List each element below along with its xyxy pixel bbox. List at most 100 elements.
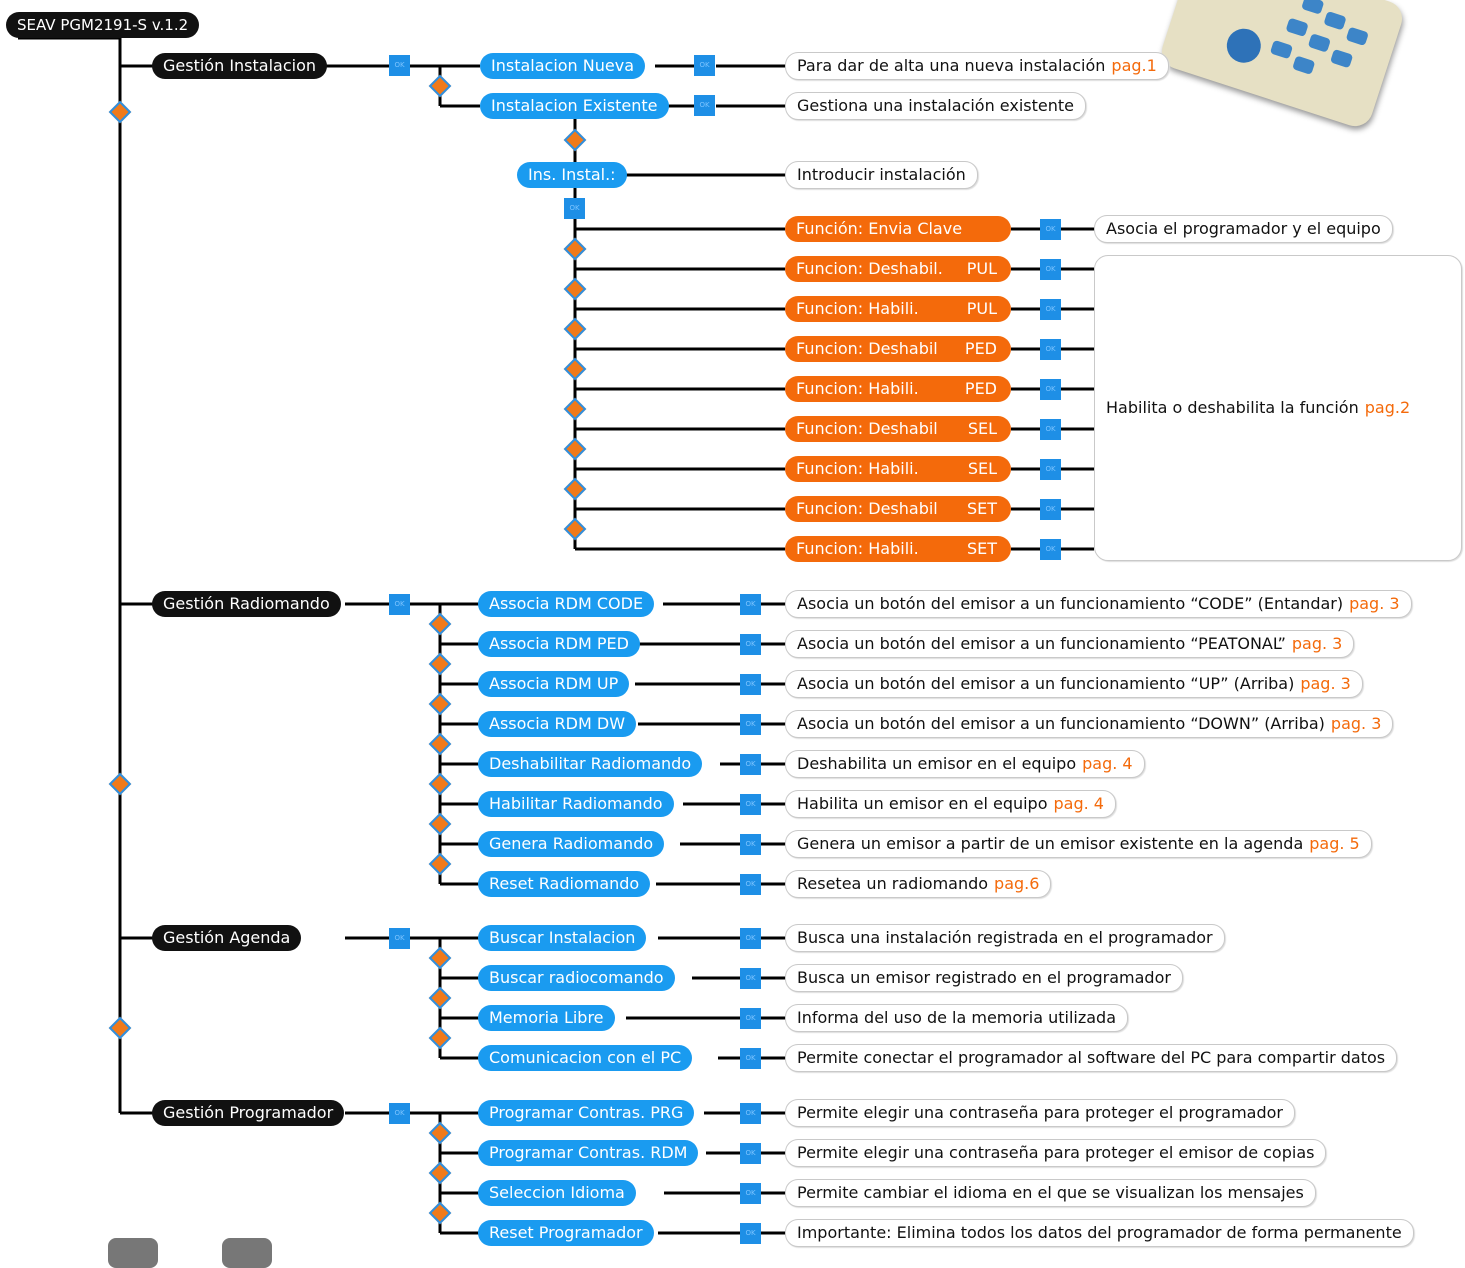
menu-item[interactable]: Reset Programador: [478, 1220, 654, 1246]
ok-button[interactable]: OK: [1040, 419, 1061, 440]
ok-button[interactable]: OK: [1040, 299, 1061, 320]
function-item[interactable]: Funcion: Habili.PUL: [785, 296, 1011, 322]
menu-item[interactable]: Associa RDM PED: [478, 631, 640, 657]
function-item[interactable]: Funcion: Habili. SET: [785, 536, 1011, 562]
section-gestion-instalacion[interactable]: Gestión Instalacion: [152, 53, 328, 79]
branch-diamond-icon: [428, 986, 452, 1010]
ok-button[interactable]: OK: [389, 594, 410, 615]
ok-button[interactable]: OK: [1040, 259, 1061, 280]
item-description: Importante: Elimina todos los datos del …: [785, 1219, 1414, 1247]
menu-item[interactable]: Associa RDM UP: [478, 671, 630, 697]
ok-button[interactable]: OK: [740, 1183, 761, 1204]
ok-button[interactable]: OK: [740, 968, 761, 989]
ok-button[interactable]: OK: [389, 928, 410, 949]
ok-button[interactable]: OK: [740, 1223, 761, 1244]
ok-button[interactable]: OK: [740, 714, 761, 735]
ok-button[interactable]: OK: [740, 594, 761, 615]
menu-item[interactable]: Memoria Libre: [478, 1005, 615, 1031]
ok-button[interactable]: OK: [1040, 339, 1061, 360]
description-text: Permite elegir una contraseña para prote…: [797, 1143, 1315, 1162]
function-item[interactable]: Función: Envia Clave: [785, 216, 1011, 242]
function-item[interactable]: Funcion: Habili.PED: [785, 376, 1011, 402]
ok-button[interactable]: OK: [564, 198, 585, 219]
function-label: Funcion: Habili.: [796, 539, 919, 558]
menu-item[interactable]: Buscar radiocomando: [478, 965, 675, 991]
description-text: Deshabilita un emisor en el equipo: [797, 754, 1077, 773]
function-label: Funcion: Habili.: [796, 379, 919, 398]
item-description: Asocia un botón del emisor a un funciona…: [785, 590, 1412, 618]
item-description: Busca una instalación registrada en el p…: [785, 924, 1225, 952]
menu-item-instalacion-nueva[interactable]: Instalacion Nueva: [480, 53, 646, 79]
description-text: Permite conectar el programador al softw…: [797, 1048, 1386, 1067]
ok-button[interactable]: OK: [1040, 459, 1061, 480]
function-tag: PUL: [966, 259, 997, 278]
ok-button[interactable]: OK: [740, 674, 761, 695]
ok-button[interactable]: OK: [740, 874, 761, 895]
menu-item-instalacion-existente[interactable]: Instalacion Existente: [480, 93, 669, 119]
menu-item[interactable]: Comunicacion con el PC: [478, 1045, 693, 1071]
function-label: Funcion: Deshabil: [796, 419, 938, 438]
section-header[interactable]: Gestión Agenda: [152, 925, 302, 951]
ok-button[interactable]: OK: [740, 834, 761, 855]
item-description: Asocia un botón del emisor a un funciona…: [785, 710, 1394, 738]
ok-button[interactable]: OK: [740, 1008, 761, 1029]
ok-button[interactable]: OK: [389, 1103, 410, 1124]
item-description: Busca un emisor registrado en el program…: [785, 964, 1183, 992]
function-item[interactable]: Funcion: Habili.SEL: [785, 456, 1011, 482]
menu-item[interactable]: Deshabilitar Radiomando: [478, 751, 703, 777]
description-text: Resetea un radiomando: [797, 874, 989, 893]
description-text: Informa del uso de la memoria utilizada: [797, 1008, 1116, 1027]
ok-button[interactable]: OK: [740, 1143, 761, 1164]
function-tag: SET: [966, 539, 997, 558]
branch-diamond-icon: [108, 100, 132, 124]
menu-item[interactable]: Programar Contras. RDM: [478, 1140, 699, 1166]
section-header[interactable]: Gestión Programador: [152, 1100, 345, 1126]
branch-diamond-icon: [428, 732, 452, 756]
ok-button[interactable]: OK: [740, 1103, 761, 1124]
menu-item[interactable]: Reset Radiomando: [478, 871, 651, 897]
branch-diamond-icon: [563, 237, 587, 261]
ok-button[interactable]: OK: [740, 928, 761, 949]
ok-button[interactable]: OK: [694, 95, 715, 116]
menu-item[interactable]: Habilitar Radiomando: [478, 791, 674, 817]
ok-button[interactable]: OK: [1040, 499, 1061, 520]
branch-diamond-icon: [108, 1016, 132, 1040]
function-item[interactable]: Funcion: Deshabil.PUL: [785, 256, 1011, 282]
ok-button[interactable]: OK: [1040, 219, 1061, 240]
ok-button[interactable]: OK: [389, 55, 410, 76]
description-ins-instal: Introducir instalación: [785, 161, 978, 189]
ok-button[interactable]: OK: [1040, 379, 1061, 400]
ok-button[interactable]: OK: [740, 794, 761, 815]
page-reference: pag. 3: [1349, 594, 1400, 613]
description-text: Genera un emisor a partir de un emisor e…: [797, 834, 1304, 853]
item-description: Permite cambiar el idioma en el que se v…: [785, 1179, 1316, 1207]
section-header[interactable]: Gestión Radiomando: [152, 591, 341, 617]
description-text: Asocia un botón del emisor a un funciona…: [797, 594, 1344, 613]
menu-item[interactable]: Associa RDM CODE: [478, 591, 655, 617]
branch-diamond-icon: [563, 317, 587, 341]
ok-button[interactable]: OK: [694, 55, 715, 76]
menu-item[interactable]: Programar Contras. PRG: [478, 1100, 695, 1126]
ok-button[interactable]: OK: [740, 634, 761, 655]
ok-button[interactable]: OK: [1040, 539, 1061, 560]
ok-button[interactable]: OK: [740, 754, 761, 775]
menu-item[interactable]: Associa RDM DW: [478, 711, 637, 737]
description-text: Busca una instalación registrada en el p…: [797, 928, 1213, 947]
menu-item[interactable]: Buscar Instalacion: [478, 925, 647, 951]
branch-diamond-icon: [428, 74, 452, 98]
description-text: Habilita un emisor en el equipo: [797, 794, 1048, 813]
description-envia-clave: Asocia el programador y el equipo: [1094, 215, 1393, 243]
branch-diamond-icon: [428, 612, 452, 636]
menu-item[interactable]: Seleccion Idioma: [478, 1180, 636, 1206]
menu-item[interactable]: Genera Radiomando: [478, 831, 665, 857]
branch-diamond-icon: [563, 477, 587, 501]
description-text: Importante: Elimina todos los datos del …: [797, 1223, 1402, 1242]
ok-button[interactable]: OK: [740, 1048, 761, 1069]
remote-control-image: [222, 1238, 272, 1268]
menu-item-ins-instal[interactable]: Ins. Instal.:: [517, 162, 627, 188]
